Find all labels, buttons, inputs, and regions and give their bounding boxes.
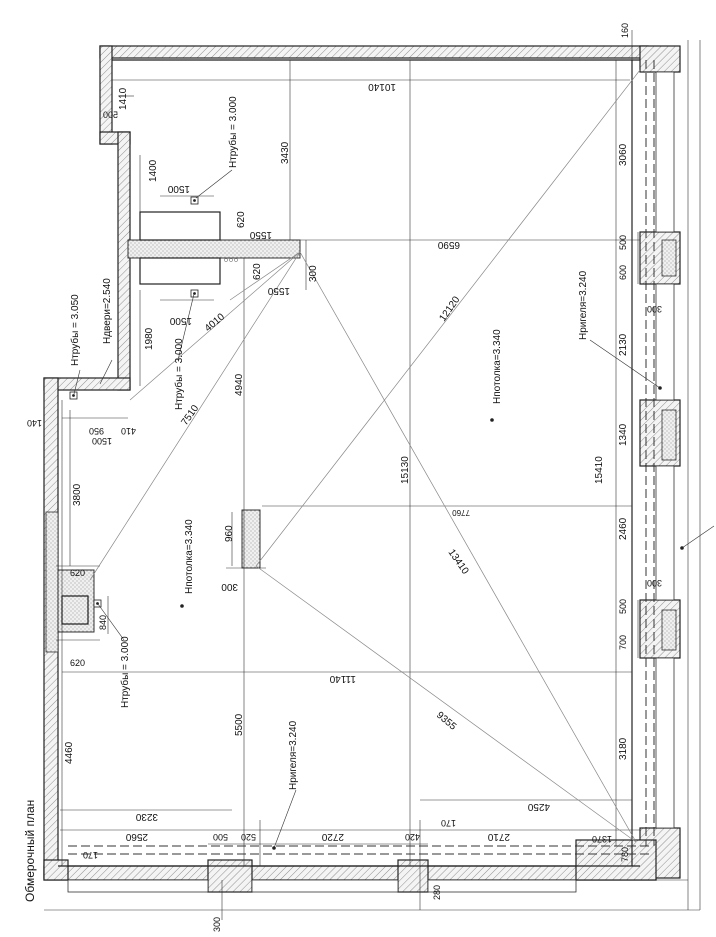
dim-label: 15130 [400, 456, 411, 484]
dim-label: 620 [236, 211, 247, 228]
dim-label: 2710 [487, 831, 510, 842]
dim-label: 4250 [527, 801, 550, 812]
dim-label: 1500 [167, 183, 190, 194]
dim-label: 1340 [618, 423, 629, 446]
dim-label: 420 [405, 832, 420, 842]
dim-label: 1550 [267, 285, 290, 296]
dim-label: 2720 [321, 831, 344, 842]
dim-label: 1550 [249, 229, 272, 240]
dim-label: 3180 [618, 737, 629, 760]
dim-label: 950 [89, 426, 104, 436]
dim-label: 10140 [368, 81, 396, 92]
dim-label: 500 [618, 599, 628, 614]
dim-label: 700 [618, 635, 628, 650]
dim-label: 1980 [144, 327, 155, 350]
dim-label: 12120 [437, 294, 462, 323]
dim-label: 160 [620, 23, 630, 38]
dim-label: 2560 [125, 831, 148, 842]
dim-label: 1400 [148, 159, 159, 182]
dim-label: 520 [241, 832, 256, 842]
pipe-height-label: Нтрубы = 3.000 [173, 338, 185, 410]
shafts [61, 211, 221, 625]
dimension-lines [56, 30, 640, 920]
dim-label: 300 [647, 304, 662, 314]
height-annotations: Нтрубы = 3.000 Нтрубы = 3.050 Ндвери=2.5… [69, 96, 589, 790]
dim-label: 410 [121, 426, 136, 436]
dim-label: 960 [224, 525, 235, 542]
dim-label: 3430 [280, 141, 291, 164]
dim-label: 2130 [618, 333, 629, 356]
plan-title: Обмерочный план [23, 800, 37, 902]
dim-label: 7760 [452, 508, 470, 517]
dim-label: 9355 [434, 710, 458, 733]
dim-label: 140 [27, 418, 42, 428]
dim-label: 4940 [234, 373, 245, 396]
dim-label: 500 [213, 832, 228, 842]
ceiling-height-label: Нпотолка=3.340 [492, 329, 503, 404]
pipe-height-label: Нтрубы = 3.000 [227, 96, 239, 168]
dim-label: 1410 [118, 87, 129, 110]
dim-label: 620 [70, 568, 85, 578]
dim-label: 300 [308, 265, 319, 282]
dim-label: 280 [432, 885, 442, 900]
dim-label: 780 [620, 847, 630, 862]
beam-height-label: Нригеля=3.240 [578, 270, 589, 340]
dim-label: 13410 [446, 547, 471, 576]
pipe-height-label: Нтрубы = 3.050 [69, 294, 81, 366]
door-height-label: Ндвери=2.540 [102, 278, 113, 344]
dim-label: 1500 [169, 315, 192, 326]
dim-label: 840 [98, 615, 108, 630]
beams [68, 60, 655, 855]
dim-label: 3230 [135, 811, 158, 822]
columns [57, 239, 301, 633]
dim-label: 500 [103, 110, 118, 120]
left-window-sill [45, 511, 59, 653]
dim-label: 300 [647, 578, 662, 588]
ceiling-height-label: Нпотолка=3.340 [184, 519, 195, 594]
pipe-height-label: Нтрубы = 3.000 [119, 636, 131, 708]
dim-label: 300 [221, 581, 238, 592]
windows-bottom [67, 879, 577, 893]
dim-label: 4010 [203, 311, 227, 334]
leader-lines [73, 169, 715, 850]
dim-label: 620 [70, 658, 85, 668]
dim-label: 15410 [594, 456, 605, 484]
dim-label: 170 [83, 850, 98, 860]
dim-label: 1500 [92, 436, 112, 446]
dim-label: 3800 [72, 483, 83, 506]
dim-label: 6590 [437, 239, 460, 250]
dim-label: 600 [618, 265, 628, 280]
dim-label: 300 [212, 917, 222, 932]
walls [43, 45, 681, 893]
beam-height-label: Нригеля=3.240 [288, 720, 299, 790]
dim-label: 5500 [234, 713, 245, 736]
dim-label: 4460 [64, 741, 75, 764]
dim-label: 500 [618, 235, 628, 250]
dim-label: 2460 [618, 517, 629, 540]
dim-label: 3060 [618, 143, 629, 166]
dim-label: 1370 [592, 834, 612, 844]
dim-label: 620 [252, 263, 263, 280]
windows-right [655, 71, 677, 829]
diagonal-lines [89, 69, 641, 843]
dim-label: 170 [441, 818, 456, 828]
dim-label: 11140 [329, 673, 356, 684]
